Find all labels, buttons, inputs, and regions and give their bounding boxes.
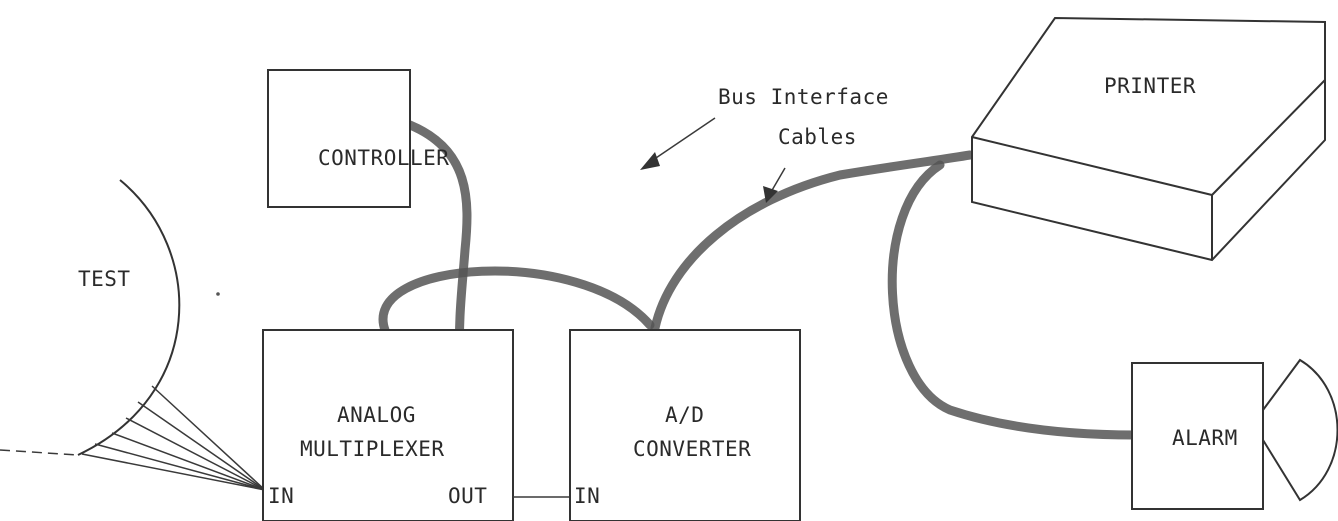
printer-label: PRINTER [1104,74,1196,98]
test-label: TEST [78,267,131,291]
alarm-horn-icon [1262,358,1338,502]
printer-shape [971,16,1326,262]
test-lead-dash [0,449,79,456]
analog-in-label: IN [268,484,294,508]
adc-in-label: IN [574,484,600,508]
test-arc [77,179,181,456]
analog-label-line1: ANALOG [337,403,416,427]
cable-controller-to-adc [405,120,472,365]
cable-printer-to-alarm [887,160,1140,440]
annotation-arrow-right [763,167,786,203]
analog-out-label: OUT [448,484,487,508]
controller-box [267,69,411,208]
adc-box [569,329,801,521]
cable-multiplexer-to-adc [378,266,655,335]
adc-label-line2: CONVERTER [633,437,751,461]
annotation-line1: Bus Interface [718,85,889,109]
controller-label: CONTROLLER [318,146,449,170]
analog-label-line2: MULTIPLEXER [300,437,445,461]
annotation-arrow-left [640,117,716,170]
analog-multiplexer-box [262,329,514,521]
stray-dot [216,292,220,296]
adc-label-line1: A/D [665,403,704,427]
test-probe-lines [81,385,266,491]
annotation-line2: Cables [778,125,857,149]
cable-adc-to-printer [650,150,975,333]
alarm-label: ALARM [1172,426,1238,450]
alarm-box [1131,362,1264,510]
